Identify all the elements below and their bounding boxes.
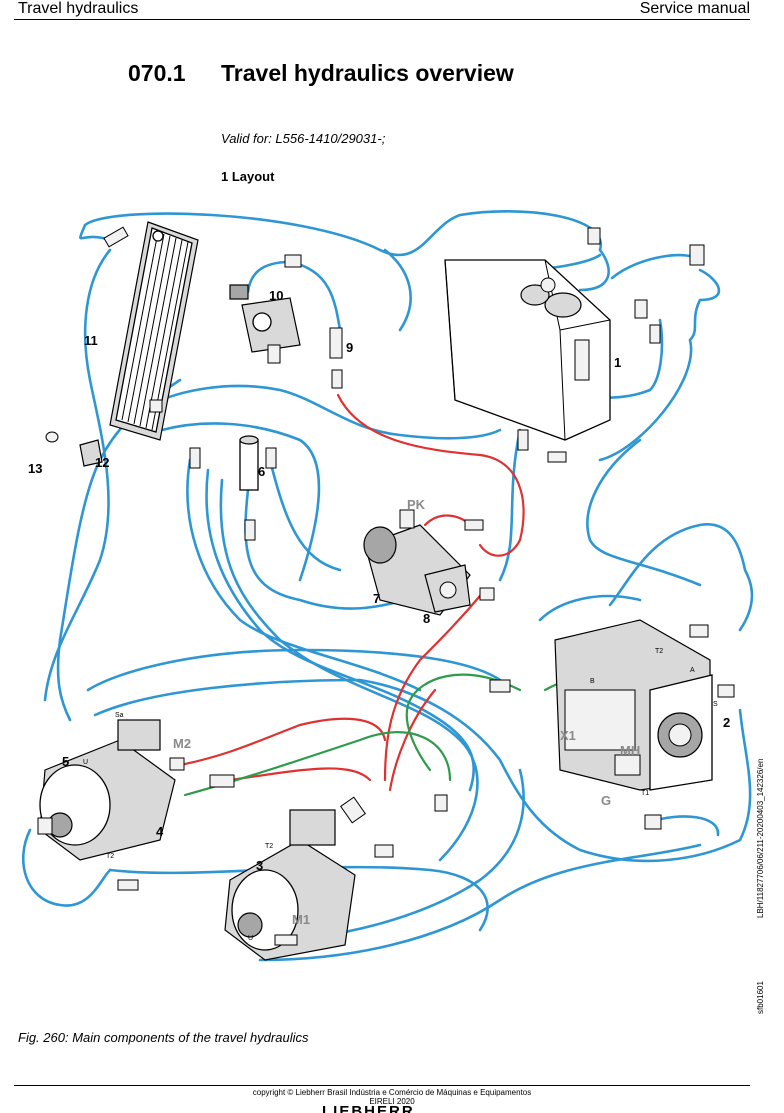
label-g: G	[601, 793, 611, 808]
label-8: 8	[423, 611, 430, 626]
footer-company: EIRELI 2020	[369, 1097, 415, 1106]
section-title: Travel hydraulics overview	[221, 60, 514, 86]
validity-note: Valid for: L556-1410/29031-;	[221, 131, 386, 146]
label-x1: X1	[560, 728, 576, 743]
section-number: 070.1	[128, 60, 186, 86]
label-pk: PK	[407, 497, 426, 512]
label-t2-motor4: T2	[106, 853, 114, 860]
label-u-motor3: U	[248, 935, 253, 942]
label-u-motor4: U	[83, 759, 88, 766]
travel-motor-4	[37, 719, 176, 861]
hose-fittings	[103, 226, 735, 946]
label-t2-top: T2	[655, 648, 663, 655]
image-reference: sfb01601	[756, 981, 765, 1014]
label-4: 4	[156, 824, 164, 839]
header-chapter-title: Travel hydraulics	[18, 0, 139, 17]
page-header: Travel hydraulics Service manual	[14, 0, 750, 20]
label-10: 10	[269, 288, 283, 303]
port-labels: PK M2 M1 X1 MH G	[173, 497, 640, 927]
footer-rule	[14, 1085, 750, 1086]
label-t2-motor3: T2	[265, 843, 273, 850]
hydraulics-layout-diagram: 1 2 3 4 5 6 7 8 9 10 11 12 13 PK M2 M1 X…	[22, 210, 754, 962]
label-3: 3	[256, 858, 263, 873]
label-2: 2	[723, 715, 730, 730]
label-b: B	[590, 678, 595, 685]
travel-motor-3	[224, 809, 356, 961]
label-7: 7	[373, 591, 380, 606]
label-mh: MH	[620, 743, 640, 758]
figure-caption: Fig. 260: Main components of the travel …	[18, 1030, 309, 1045]
travel-pump-2	[554, 619, 713, 791]
label-s: S	[713, 701, 718, 708]
label-5: 5	[62, 754, 69, 769]
document-reference: LBH/11827706/06/211-20200403_142326/en	[756, 758, 765, 918]
label-11: 11	[84, 333, 98, 348]
label-sa: Sa	[115, 712, 124, 719]
liebherr-logo: LIEBHERR	[322, 1106, 415, 1113]
label-6: 6	[258, 464, 265, 479]
header-manual-type: Service manual	[639, 0, 750, 17]
port-small-labels: T2 T2 T2 T1 S Sa U U B A	[83, 648, 718, 942]
label-13: 13	[28, 461, 42, 476]
valve-block-10	[229, 284, 343, 364]
component-labels: 1 2 3 4 5 6 7 8 9 10 11 12 13	[28, 288, 730, 873]
footer-copyright: copyright © Liebherr Brasil Indústria e …	[252, 1088, 532, 1097]
label-1: 1	[614, 355, 621, 370]
red-hose-lines	[178, 393, 525, 792]
label-m2: M2	[173, 736, 191, 751]
pump-assembly-7-8	[363, 509, 471, 616]
hydraulic-tank-1	[444, 259, 611, 441]
label-m1: M1	[292, 912, 310, 927]
label-9: 9	[346, 340, 353, 355]
oil-cooler-11	[45, 221, 199, 467]
label-a: A	[690, 667, 695, 674]
label-t1: T1	[641, 790, 649, 797]
subheading-layout: 1 Layout	[221, 169, 275, 184]
filter-6	[239, 435, 259, 491]
label-12: 12	[95, 455, 109, 470]
